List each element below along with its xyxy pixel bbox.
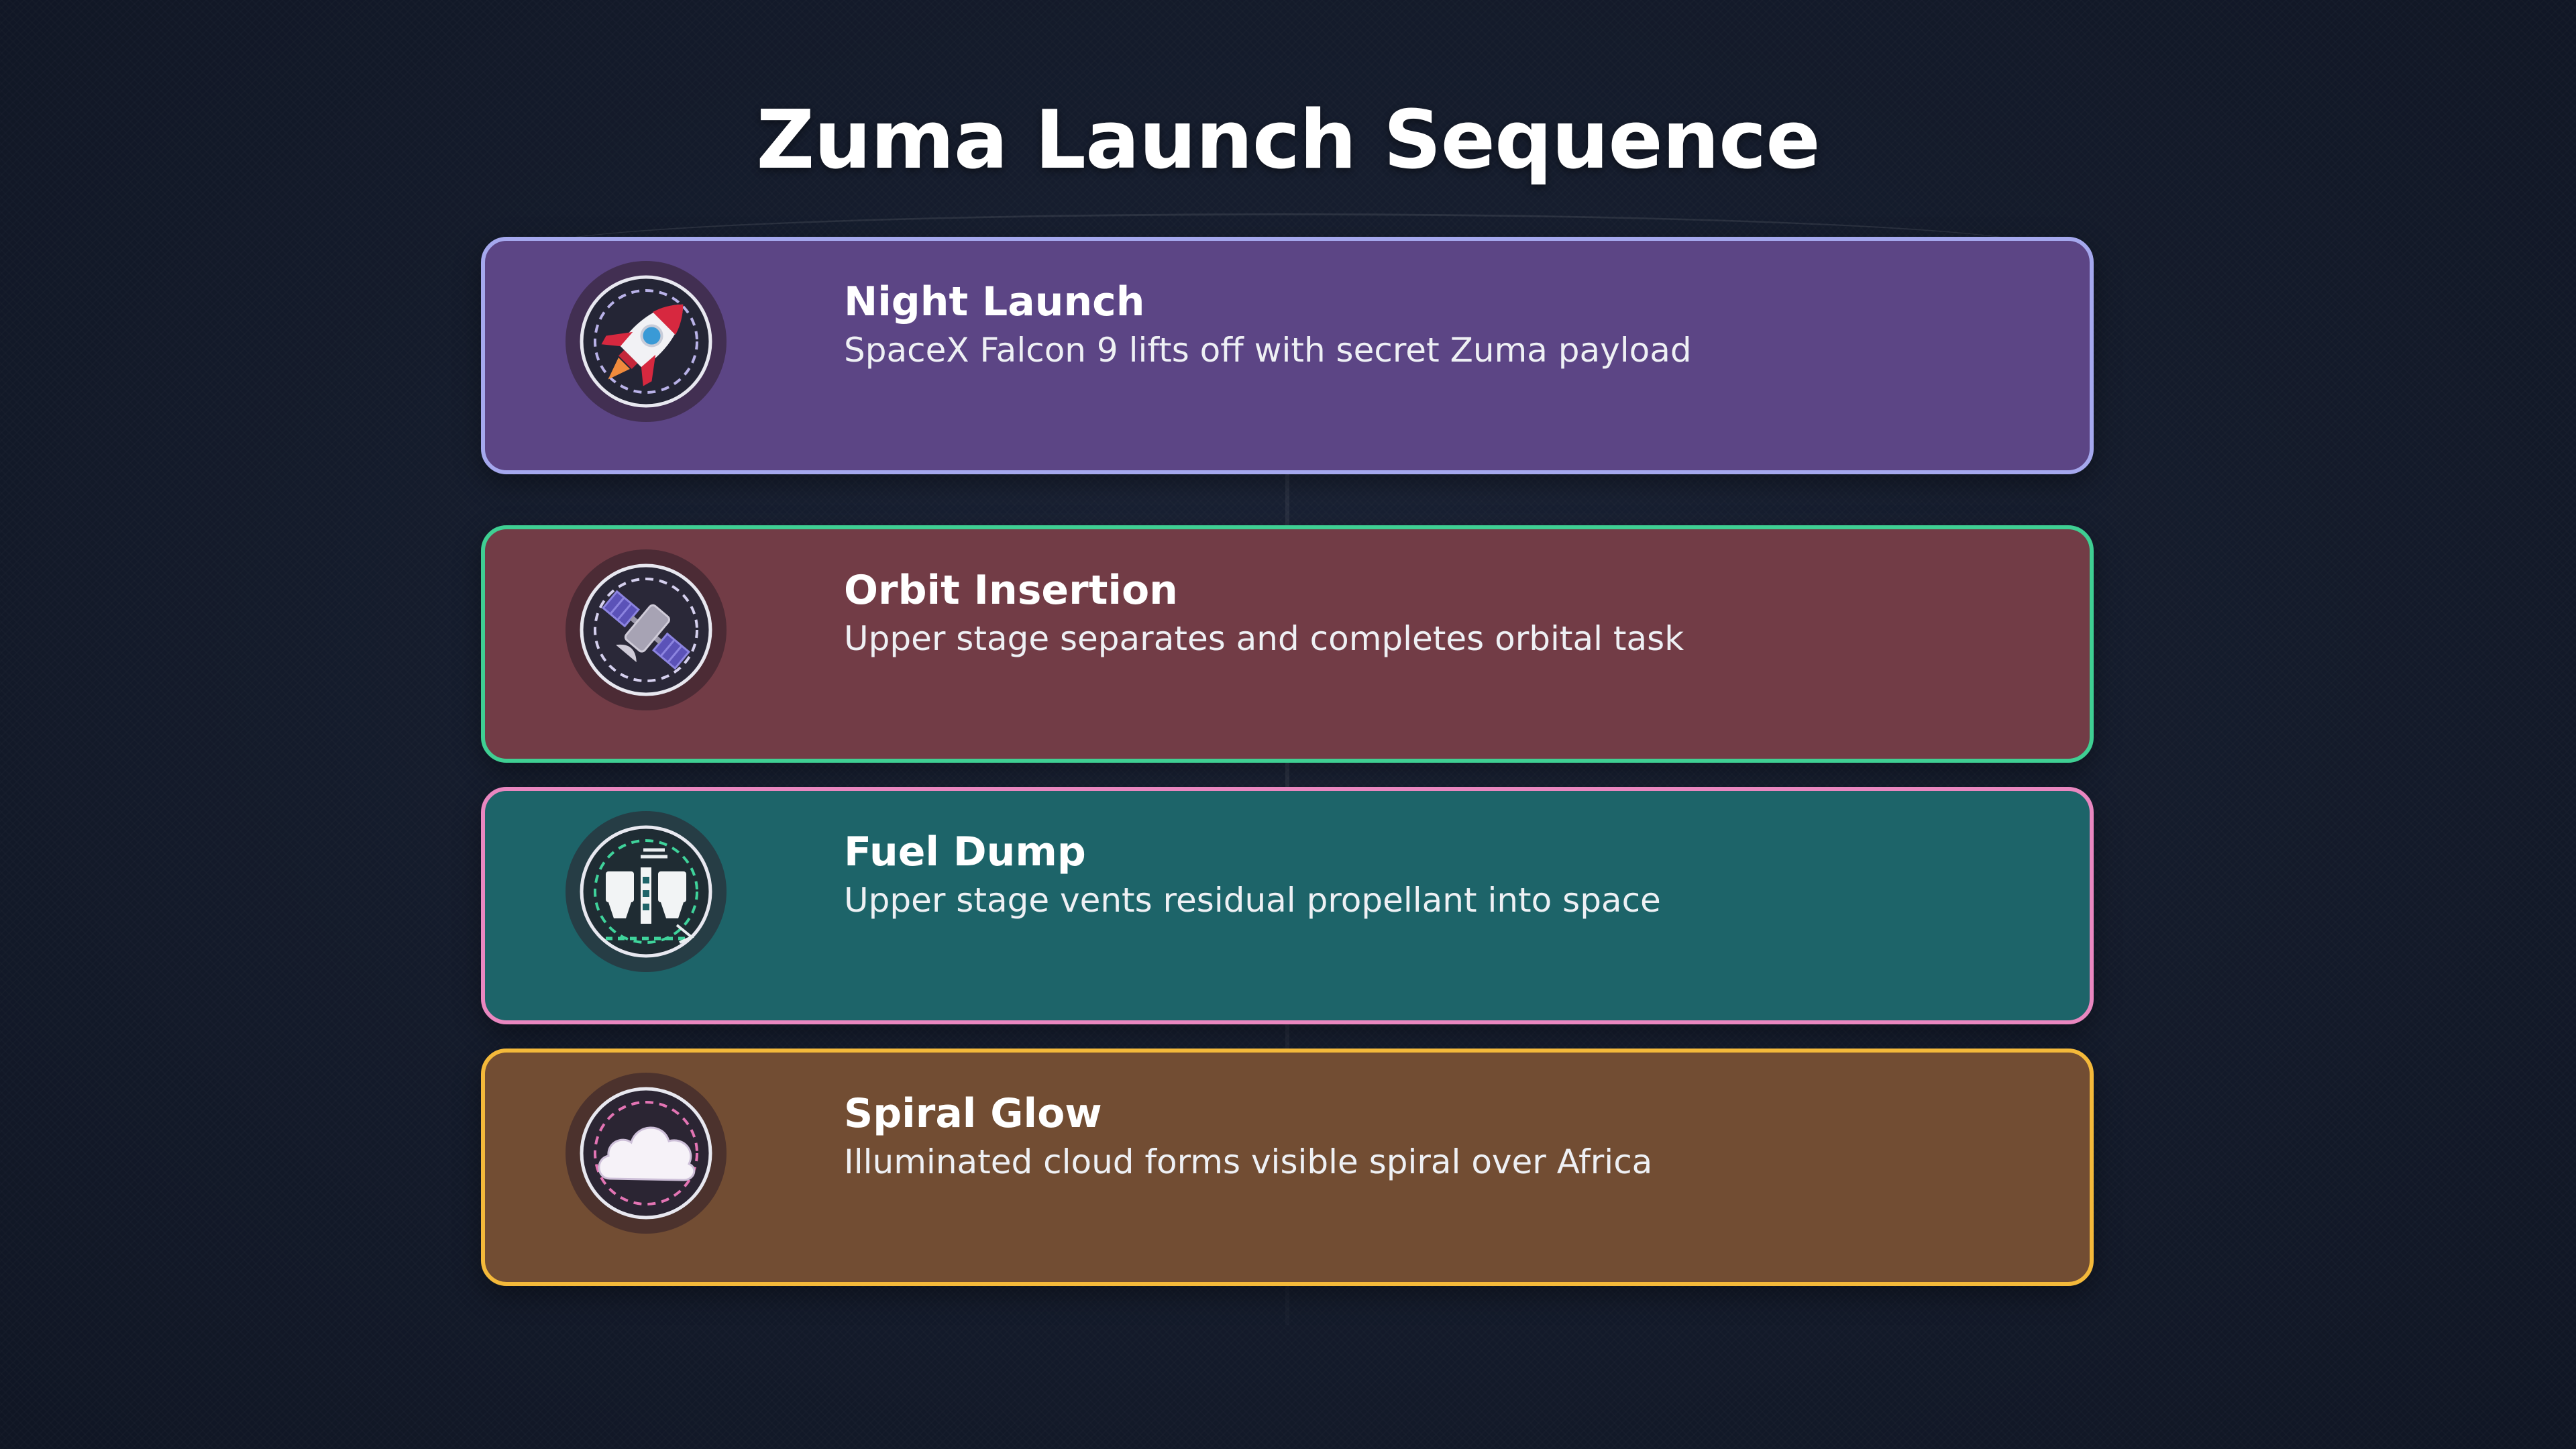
step-badge: [566, 549, 727, 710]
step-card-spiral-glow: Spiral Glow Illuminated cloud forms visi…: [481, 1049, 2094, 1286]
step-badge: [566, 261, 727, 422]
step-badge: [566, 1073, 727, 1234]
step-description: Illuminated cloud forms visible spiral o…: [844, 1142, 1653, 1181]
step-title: Fuel Dump: [844, 828, 1086, 875]
connector-arc: [530, 213, 2046, 249]
timeline-spine: [1285, 238, 1289, 1325]
step-card-fuel-dump: Fuel Dump Upper stage vents residual pro…: [481, 787, 2094, 1024]
satellite-icon: [580, 564, 712, 696]
page-title: Zuma Launch Sequence: [756, 94, 1820, 187]
step-title: Night Launch: [844, 278, 1145, 325]
step-card-orbit-insertion: Orbit Insertion Upper stage separates an…: [481, 525, 2094, 763]
step-description: Upper stage separates and completes orbi…: [844, 619, 1684, 658]
step-title: Spiral Glow: [844, 1090, 1102, 1137]
step-description: Upper stage vents residual propellant in…: [844, 881, 1661, 920]
cloud-icon: [580, 1087, 712, 1220]
fuel-tank-icon: [580, 825, 712, 958]
step-title: Orbit Insertion: [844, 567, 1178, 614]
step-badge: [566, 811, 727, 972]
rocket-icon: [580, 275, 712, 408]
step-description: SpaceX Falcon 9 lifts off with secret Zu…: [844, 331, 1692, 370]
step-card-night-launch: Night Launch SpaceX Falcon 9 lifts off w…: [481, 237, 2094, 474]
